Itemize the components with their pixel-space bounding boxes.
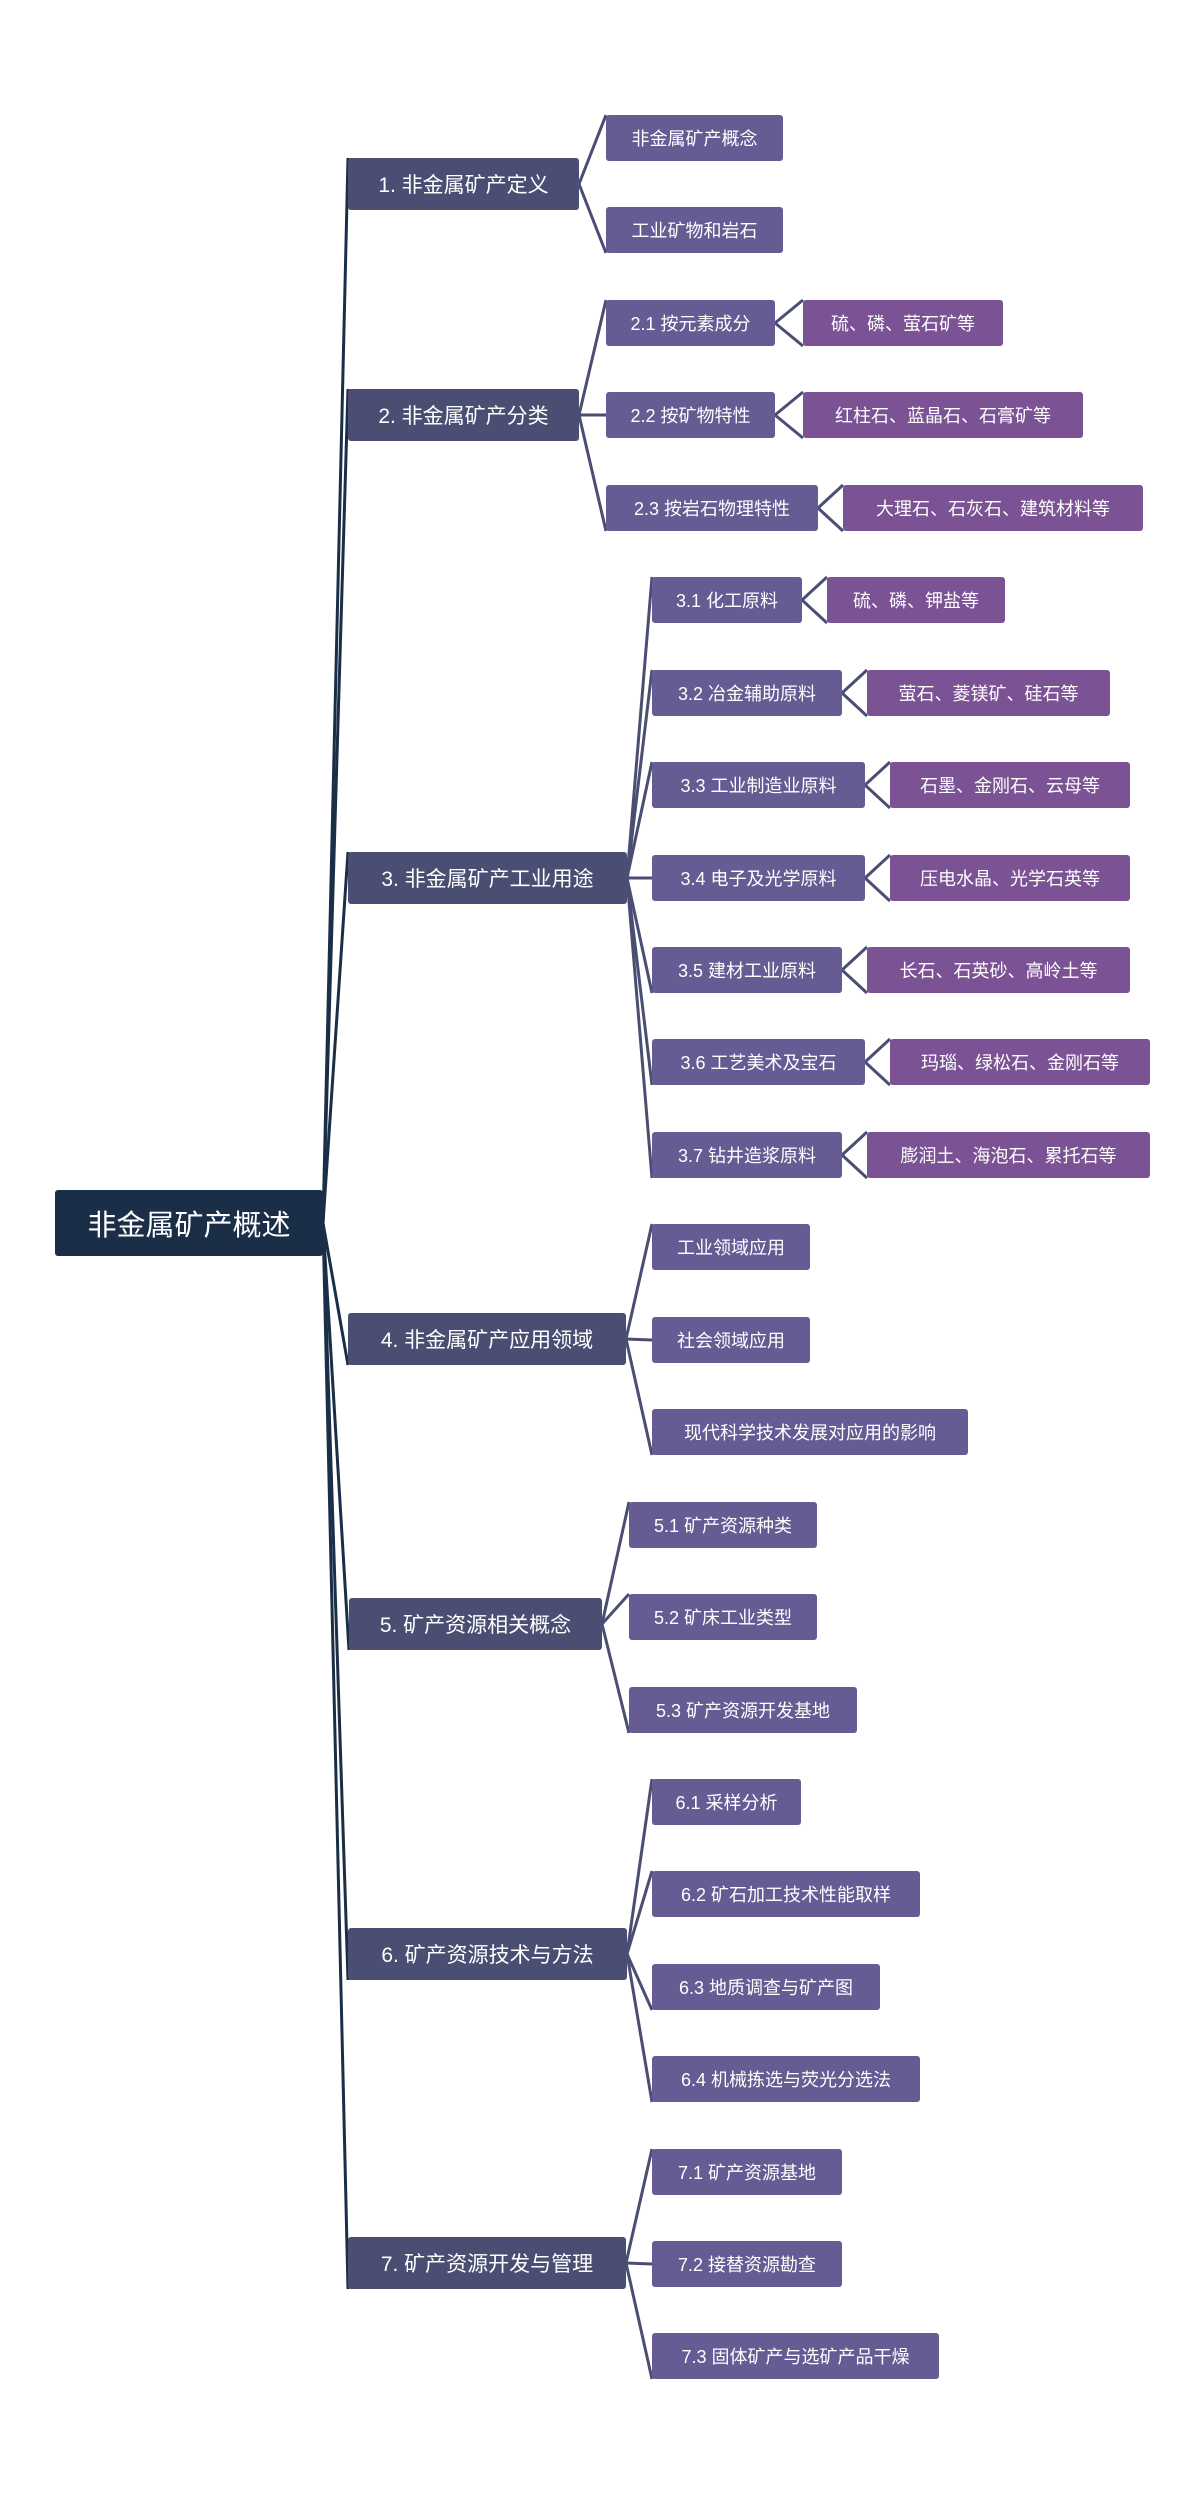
topic-1-1[interactable]: 非金属矿产概念 (606, 115, 783, 161)
detail-2-3[interactable]: 大理石、石灰石、建筑材料等 (843, 485, 1143, 531)
topic-label: 2.1 按元素成分 (630, 314, 751, 334)
topic-3-6[interactable]: 3.6 工艺美术及宝石 (652, 1039, 865, 1085)
branch-label: 4. 非金属矿产应用领域 (380, 1329, 594, 1352)
topic-label: 工业领域应用 (677, 1238, 785, 1258)
topic-7-2[interactable]: 7.2 接替资源勘查 (652, 2241, 842, 2287)
detail-3-7[interactable]: 膨润土、海泡石、累托石等 (867, 1132, 1150, 1178)
detail-3-2[interactable]: 萤石、菱镁矿、硅石等 (867, 670, 1110, 716)
branch-label: 1. 非金属矿产定义 (378, 174, 549, 197)
topic-label: 7.1 矿产资源基地 (677, 2163, 817, 2183)
branch-7-management[interactable]: 7. 矿产资源开发与管理 (348, 2237, 626, 2289)
branch-label: 7. 矿产资源开发与管理 (380, 2253, 594, 2276)
topic-4-1[interactable]: 工业领域应用 (652, 1224, 810, 1270)
topic-5-1[interactable]: 5.1 矿产资源种类 (629, 1502, 817, 1548)
detail-3-5[interactable]: 长石、石英砂、高岭土等 (867, 947, 1130, 993)
detail-3-1[interactable]: 硫、磷、钾盐等 (827, 577, 1005, 623)
topic-label: 3.1 化工原料 (675, 591, 779, 611)
detail-label: 石墨、金刚石、云母等 (920, 776, 1100, 796)
branch-1-definition[interactable]: 1. 非金属矿产定义 (348, 158, 579, 210)
topic-3-3[interactable]: 3.3 工业制造业原料 (652, 762, 865, 808)
topic-6-1[interactable]: 6.1 采样分析 (652, 1779, 801, 1825)
branch-label: 5. 矿产资源相关概念 (379, 1614, 572, 1637)
branch-6-techniques[interactable]: 6. 矿产资源技术与方法 (348, 1928, 627, 1980)
topic-label: 工业矿物和岩石 (631, 221, 758, 241)
branch-2-classification[interactable]: 2. 非金属矿产分类 (348, 389, 579, 441)
topic-label: 5.2 矿床工业类型 (653, 1608, 793, 1628)
topic-5-2[interactable]: 5.2 矿床工业类型 (629, 1594, 817, 1640)
topic-4-2[interactable]: 社会领域应用 (652, 1317, 810, 1363)
topic-label: 3.4 电子及光学原料 (680, 869, 837, 889)
detail-label: 膨润土、海泡石、累托石等 (900, 1146, 1117, 1166)
branch-label: 6. 矿产资源技术与方法 (381, 1944, 594, 1967)
root-node[interactable]: 非金属矿产概述 (55, 1190, 323, 1256)
detail-label: 硫、磷、钾盐等 (853, 591, 979, 611)
topic-1-2[interactable]: 工业矿物和岩石 (606, 207, 783, 253)
topic-2-2[interactable]: 2.2 按矿物特性 (606, 392, 775, 438)
topic-label: 2.3 按岩石物理特性 (633, 499, 791, 519)
topic-6-3[interactable]: 6.3 地质调查与矿产图 (652, 1964, 880, 2010)
detail-2-2[interactable]: 红柱石、蓝晶石、石膏矿等 (803, 392, 1083, 438)
topic-2-3[interactable]: 2.3 按岩石物理特性 (606, 485, 818, 531)
topic-label: 社会领域应用 (677, 1331, 785, 1351)
topic-7-1[interactable]: 7.1 矿产资源基地 (652, 2149, 842, 2195)
branch-label: 3. 非金属矿产工业用途 (381, 868, 594, 891)
topic-label: 非金属矿产概念 (631, 129, 758, 149)
topic-label: 3.5 建材工业原料 (677, 961, 817, 981)
topic-3-1[interactable]: 3.1 化工原料 (652, 577, 802, 623)
topic-2-1[interactable]: 2.1 按元素成分 (606, 300, 775, 346)
detail-label: 硫、磷、萤石矿等 (831, 314, 975, 334)
topic-label: 6.4 机械拣选与荧光分选法 (680, 2070, 892, 2090)
detail-3-4[interactable]: 压电水晶、光学石英等 (890, 855, 1130, 901)
topic-5-3[interactable]: 5.3 矿产资源开发基地 (629, 1687, 857, 1733)
topic-label: 3.3 工业制造业原料 (680, 776, 837, 796)
detail-2-1[interactable]: 硫、磷、萤石矿等 (803, 300, 1003, 346)
branch-4-application[interactable]: 4. 非金属矿产应用领域 (348, 1313, 626, 1365)
detail-label: 萤石、菱镁矿、硅石等 (898, 684, 1079, 704)
detail-label: 长石、石英砂、高岭土等 (899, 961, 1098, 981)
branch-5-concepts[interactable]: 5. 矿产资源相关概念 (349, 1598, 602, 1650)
topic-6-4[interactable]: 6.4 机械拣选与荧光分选法 (652, 2056, 920, 2102)
topic-3-7[interactable]: 3.7 钻井造浆原料 (652, 1132, 842, 1178)
topic-label: 6.2 矿石加工技术性能取样 (680, 1885, 892, 1905)
detail-label: 玛瑙、绿松石、金刚石等 (921, 1053, 1119, 1073)
topic-label: 3.7 钻井造浆原料 (677, 1146, 817, 1166)
topic-label: 2.2 按矿物特性 (630, 406, 751, 426)
topic-3-4[interactable]: 3.4 电子及光学原料 (652, 855, 865, 901)
topic-label: 现代科学技术发展对应用的影响 (684, 1423, 936, 1443)
topic-label: 3.2 冶金辅助原料 (677, 684, 817, 704)
detail-3-6[interactable]: 玛瑙、绿松石、金刚石等 (890, 1039, 1150, 1085)
branch-3-industrial-use[interactable]: 3. 非金属矿产工业用途 (348, 852, 627, 904)
detail-label: 大理石、石灰石、建筑材料等 (876, 499, 1110, 519)
topic-label: 6.1 采样分析 (675, 1793, 778, 1813)
topic-6-2[interactable]: 6.2 矿石加工技术性能取样 (652, 1871, 920, 1917)
topic-4-3[interactable]: 现代科学技术发展对应用的影响 (652, 1409, 968, 1455)
topic-label: 3.6 工艺美术及宝石 (680, 1053, 837, 1073)
topic-3-2[interactable]: 3.2 冶金辅助原料 (652, 670, 842, 716)
detail-label: 压电水晶、光学石英等 (920, 869, 1100, 889)
root-label: 非金属矿产概述 (87, 1210, 291, 1242)
detail-3-3[interactable]: 石墨、金刚石、云母等 (890, 762, 1130, 808)
topic-7-3[interactable]: 7.3 固体矿产与选矿产品干燥 (652, 2333, 939, 2379)
topic-label: 7.3 固体矿产与选矿产品干燥 (681, 2347, 910, 2367)
topic-label: 6.3 地质调查与矿产图 (678, 1978, 854, 1998)
detail-label: 红柱石、蓝晶石、石膏矿等 (835, 406, 1051, 426)
topic-label: 7.2 接替资源勘查 (677, 2255, 817, 2275)
topic-label: 5.3 矿产资源开发基地 (655, 1701, 831, 1721)
topic-3-5[interactable]: 3.5 建材工业原料 (652, 947, 842, 993)
topic-label: 5.1 矿产资源种类 (653, 1516, 793, 1536)
branch-label: 2. 非金属矿产分类 (378, 405, 549, 428)
